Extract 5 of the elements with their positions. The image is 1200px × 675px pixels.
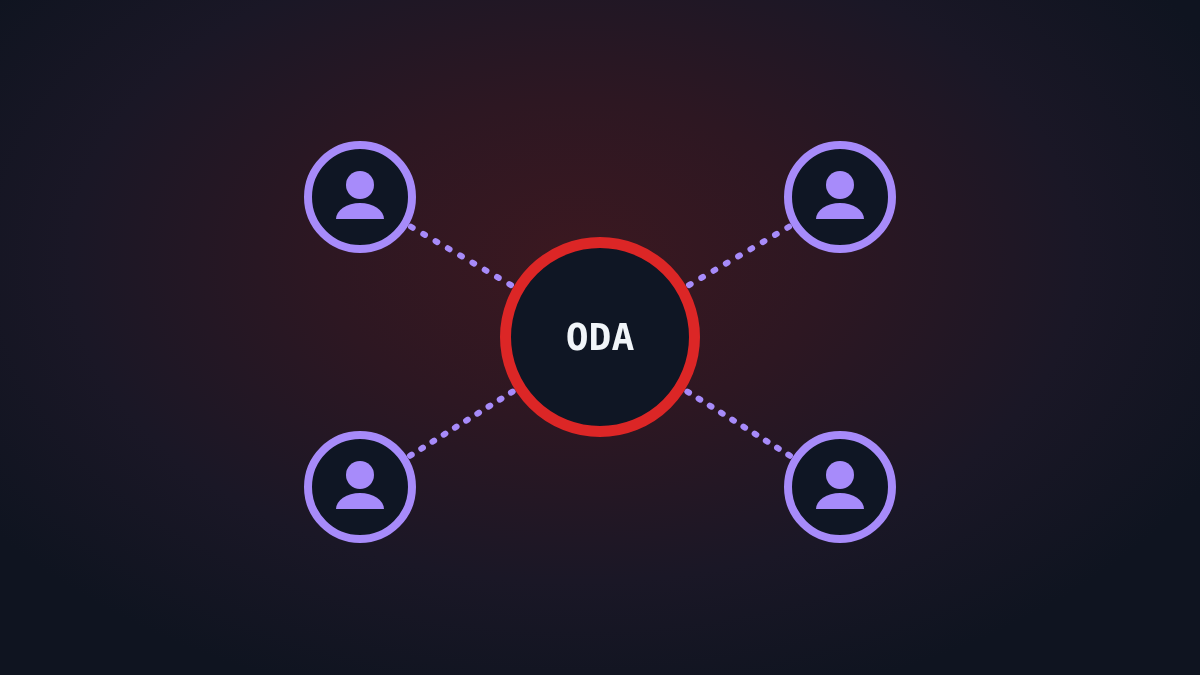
dotted-connector [684, 388, 793, 459]
dotted-connector [407, 223, 515, 289]
dotted-connector [685, 223, 793, 289]
node-label: ODA [565, 318, 635, 356]
dotted-connector [407, 388, 516, 459]
